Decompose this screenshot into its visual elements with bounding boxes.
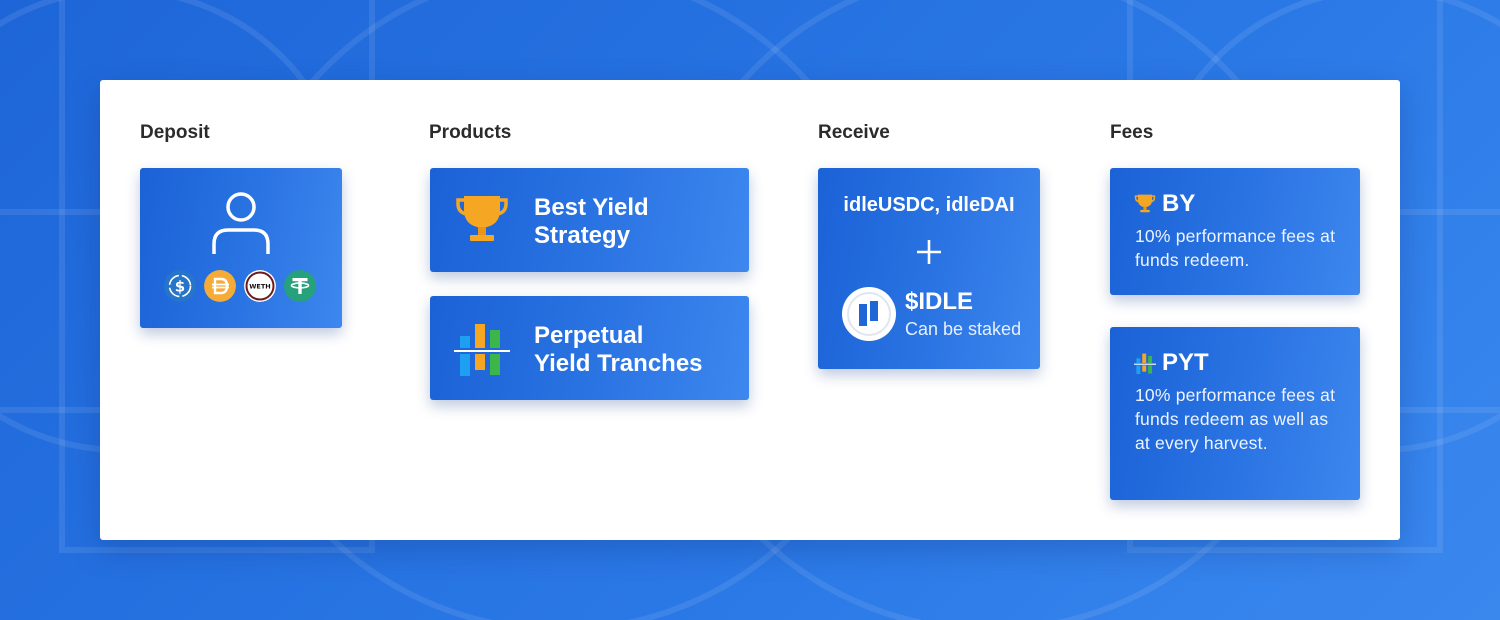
product-label-line2: Yield Tranches — [534, 350, 703, 377]
product-label-line1: Perpetual — [534, 322, 644, 349]
pyt-fee-card: PYT 10% performance fees at funds redeem… — [1110, 327, 1360, 500]
flow-panel: Deposit Products Receive Fees $ WET — [100, 80, 1400, 540]
deposit-card: $ WETH — [140, 168, 342, 328]
products-column-title: Products — [429, 122, 512, 143]
usdt-icon — [284, 270, 316, 302]
dai-icon — [204, 270, 236, 302]
idle-logo-icon — [842, 287, 896, 341]
fee-title: BY — [1162, 190, 1196, 217]
svg-text:WETH: WETH — [249, 283, 270, 291]
trophy-icon — [456, 196, 508, 241]
weth-icon: WETH — [244, 270, 276, 302]
tranches-icon — [1134, 353, 1156, 374]
svg-text:$: $ — [175, 278, 185, 296]
token-list: $ WETH — [164, 270, 316, 302]
product-label-line2: Strategy — [534, 222, 631, 249]
by-fee-header: BY — [1134, 190, 1195, 218]
product-label-line1: Best Yield — [534, 194, 649, 221]
perpetual-yield-tranches-product-card[interactable]: Perpetual Yield Tranches — [430, 296, 749, 400]
tranches-icon — [454, 324, 510, 376]
plus-icon — [917, 240, 941, 264]
fee-description: 10% performance fees at funds redeem as … — [1135, 385, 1336, 453]
by-fee-card: BY 10% performance fees at funds redeem. — [1110, 168, 1360, 295]
idle-tokens-label: idleUSDC, idleDAI — [843, 194, 1015, 216]
usdc-icon: $ — [164, 270, 196, 302]
best-yield-product-card[interactable]: Best Yield Strategy — [430, 168, 749, 272]
fee-description: 10% performance fees at funds redeem. — [1135, 226, 1336, 270]
deposit-column-title: Deposit — [140, 122, 210, 143]
user-icon — [212, 192, 270, 254]
fee-title: PYT — [1162, 349, 1209, 376]
idle-token-title: $IDLE — [905, 288, 974, 315]
pyt-fee-header: PYT — [1134, 349, 1209, 377]
trophy-icon — [1134, 194, 1156, 213]
receive-card: idleUSDC, idleDAI $IDLE Can be staked — [818, 168, 1040, 369]
idle-token-subtitle: Can be staked — [905, 319, 1022, 339]
fees-column-title: Fees — [1110, 122, 1154, 143]
receive-column-title: Receive — [818, 122, 890, 143]
